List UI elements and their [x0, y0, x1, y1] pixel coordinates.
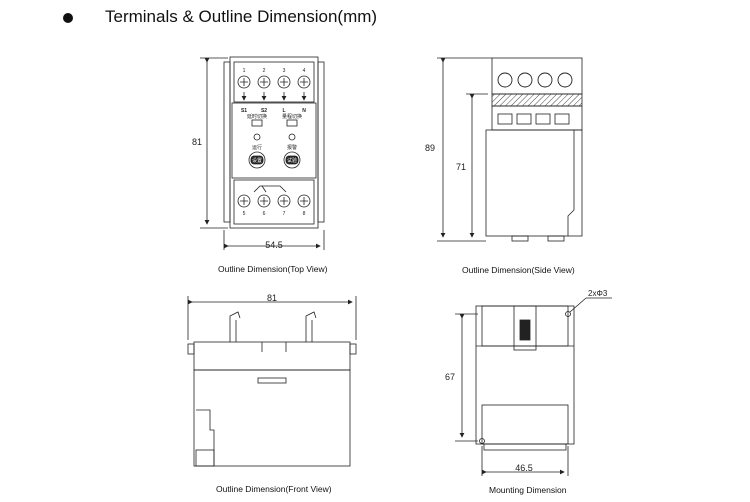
run-led-label: 运行 — [252, 144, 262, 151]
alarm-led-label: 报警 — [287, 144, 297, 151]
terminal-label-7: 7 — [283, 211, 286, 217]
delay-switch-label: 延时切换 — [247, 113, 267, 120]
terminal-function-s1: S1 — [241, 108, 247, 114]
terminal-label-2: 2 — [263, 68, 266, 74]
front-view — [187, 296, 357, 467]
terminal-arrows — [241, 92, 307, 101]
page-title: Terminals & Outline Dimension(mm) — [105, 7, 378, 26]
mounting-hole-label: 2xΦ3 — [588, 289, 608, 298]
set-knob-label: 设置 — [252, 157, 262, 164]
terminal-label-4: 4 — [303, 68, 306, 74]
side-view-body-height-label: 71 — [456, 162, 466, 172]
mounting-caption: Mounting Dimension — [489, 485, 567, 495]
top-view-width-label: 54.5 — [265, 240, 283, 250]
top-terminals — [237, 75, 311, 89]
heading-bullet — [63, 13, 73, 23]
terminal-label-6: 6 — [263, 211, 266, 217]
terminal-function-s2: S2 — [261, 108, 267, 114]
mounting-view — [455, 297, 612, 476]
test-knob-label: 试验 — [287, 157, 297, 164]
front-view-width-label: 81 — [267, 293, 277, 303]
terminal-label-5: 5 — [243, 211, 246, 217]
mounting-height-label: 67 — [445, 372, 455, 382]
terminal-function-l: L — [282, 108, 285, 114]
terminal-function-n: N — [302, 108, 306, 114]
terminal-label-3: 3 — [283, 68, 286, 74]
side-view-caption: Outline Dimension(Side View) — [462, 265, 575, 275]
top-view-width-dimension — [223, 230, 325, 250]
front-view-caption: Outline Dimension(Front View) — [216, 484, 332, 494]
top-view-height-label: 81 — [192, 137, 202, 147]
mounting-width-label: 46.5 — [515, 463, 533, 473]
bottom-terminals — [237, 194, 311, 208]
top-view-height-dimension — [200, 57, 228, 229]
top-view — [200, 56, 325, 250]
side-view-terminals — [497, 72, 573, 88]
terminal-label-8: 8 — [303, 211, 306, 217]
range-switch-label: 量程切换 — [282, 113, 302, 120]
side-view — [437, 57, 583, 242]
terminal-label-1: 1 — [243, 68, 246, 74]
side-view-total-height-label: 89 — [425, 143, 435, 153]
top-view-caption: Outline Dimension(Top View) — [218, 264, 328, 274]
